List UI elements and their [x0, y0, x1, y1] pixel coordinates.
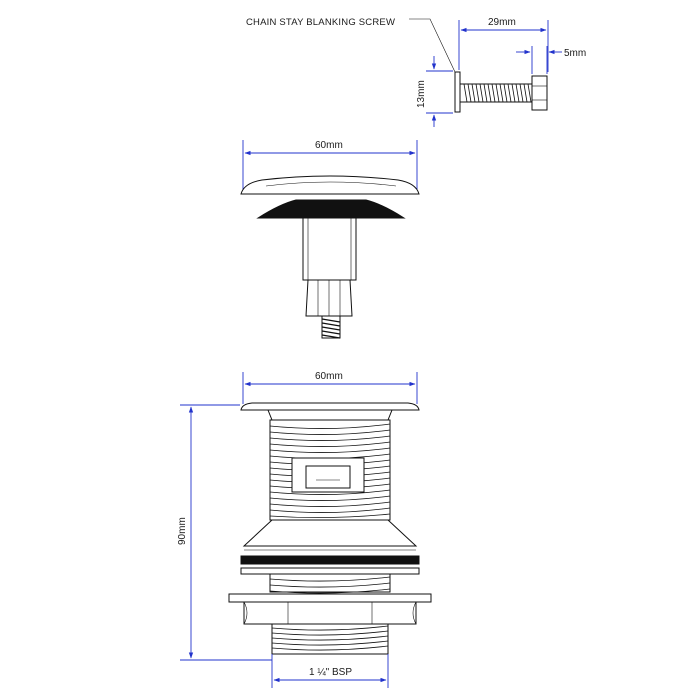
plug-stem [302, 217, 357, 281]
plug-drawing: 60mm [240, 140, 420, 339]
waste-washer-white [240, 567, 420, 575]
dim-screw-head-label: 5mm [564, 48, 586, 59]
blanking-screw-drawing: CHAIN STAY BLANKING SCREW 29mm 5mm 13mm [246, 17, 586, 127]
waste-backnut [242, 519, 418, 547]
waste-flange [240, 402, 420, 411]
waste-nut-plate [228, 593, 432, 603]
screw-nut [531, 75, 548, 111]
chain-stay-label: CHAIN STAY BLANKING SCREW [246, 17, 395, 28]
cap-dome [240, 175, 420, 195]
dim-thread-label: 1 ¼" BSP [309, 666, 352, 678]
screw-thread [463, 83, 532, 103]
waste-drawing: 60mm 90mm [177, 371, 432, 688]
dim-waste-height-label: 90mm [177, 517, 188, 545]
dim-screw-height-label: 13mm [416, 80, 427, 108]
waste-hex-nut [243, 601, 417, 625]
dim-screw-length-label: 29mm [488, 17, 516, 28]
waste-washer-black [240, 555, 420, 565]
dim-cap-width-label: 60mm [315, 140, 343, 151]
cap-seal [256, 199, 406, 219]
screw-plate [454, 71, 461, 113]
dim-waste-width-label: 60mm [315, 371, 343, 382]
chain-stay-leader [409, 18, 456, 73]
